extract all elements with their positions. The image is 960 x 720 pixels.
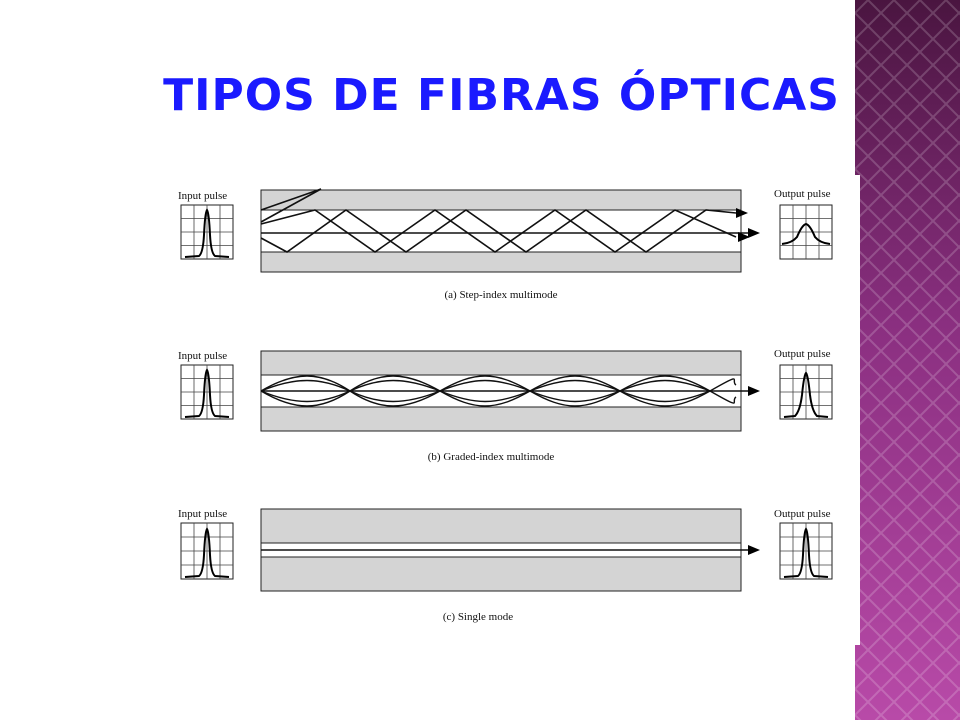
input-pulse-label: Input pulse xyxy=(178,350,227,362)
fiber-diagram: Input pulse Output pulse (a) Step-index … xyxy=(178,188,833,623)
panel-caption: (a) Step-index multimode xyxy=(444,289,557,301)
input-pulse-graph xyxy=(180,364,234,420)
input-pulse-graph xyxy=(180,522,234,580)
panel-step-index: Input pulse Output pulse (a) Step-index … xyxy=(178,188,833,301)
output-arrows xyxy=(736,208,760,242)
output-pulse-label: Output pulse xyxy=(774,188,831,200)
panel-graded-index: Input pulse Output pulse (b) Graded-inde… xyxy=(178,348,833,463)
sinusoidal-rays xyxy=(260,375,755,407)
panel-caption: (c) Single mode xyxy=(443,611,513,623)
fiber-core xyxy=(260,209,742,253)
zigzag-rays xyxy=(260,188,755,253)
output-pulse-graph xyxy=(779,204,833,260)
output-pulse-graph xyxy=(779,522,833,580)
input-pulse-label: Input pulse xyxy=(178,508,227,520)
output-arrow xyxy=(748,386,760,396)
output-pulse-graph xyxy=(779,364,833,420)
output-pulse-label: Output pulse xyxy=(774,508,831,520)
decorative-sidebar xyxy=(855,0,960,720)
output-pulse-label: Output pulse xyxy=(774,348,831,360)
panel-single-mode: Input pulse Output pulse (c) Single mode xyxy=(178,508,833,623)
slide-title: TIPOS DE FIBRAS ÓPTICAS xyxy=(163,70,840,121)
input-pulse-label: Input pulse xyxy=(178,190,227,202)
panel-caption: (b) Graded-index multimode xyxy=(428,451,555,463)
fiber-types-figure: Input pulse Output pulse (a) Step-index … xyxy=(170,175,860,645)
output-arrow xyxy=(748,545,760,555)
input-pulse-graph xyxy=(180,204,234,260)
